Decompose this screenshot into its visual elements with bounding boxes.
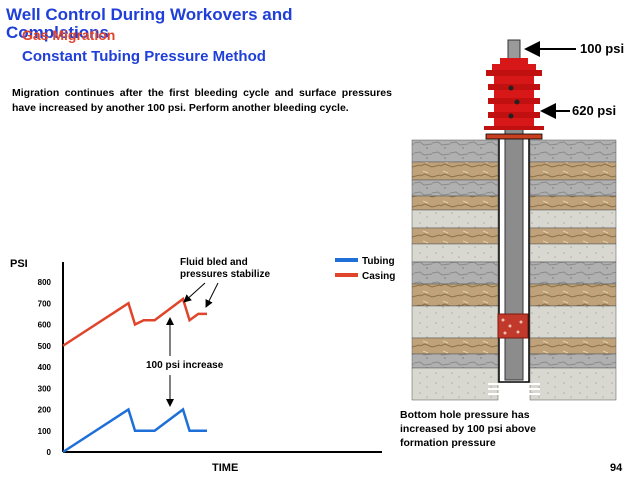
formation-layer bbox=[411, 179, 499, 197]
y-tick-label: 100 bbox=[38, 427, 52, 436]
chart-x-axis-label: TIME bbox=[212, 462, 239, 474]
formation-layer bbox=[411, 139, 499, 163]
formation-layer bbox=[529, 283, 617, 307]
y-tick-label: 200 bbox=[38, 406, 52, 415]
formation-layer bbox=[411, 227, 499, 245]
annotation-psi-increase: 100 psi increase bbox=[146, 360, 224, 371]
wellhead-christmas-tree bbox=[484, 39, 544, 140]
formation-layer bbox=[411, 305, 499, 339]
wellbore-diagram bbox=[411, 39, 617, 401]
formation-layer bbox=[411, 353, 499, 369]
formation-layer bbox=[411, 367, 499, 401]
y-tick-label: 800 bbox=[38, 278, 52, 287]
y-tick-label: 700 bbox=[38, 299, 52, 308]
formation-layer bbox=[529, 305, 617, 339]
series-line-casing bbox=[62, 296, 207, 347]
gas-bubble bbox=[497, 313, 529, 339]
y-tick-label: 500 bbox=[38, 342, 52, 351]
formation-strata bbox=[411, 139, 617, 401]
formation-layer bbox=[529, 261, 617, 285]
series-line-tubing bbox=[62, 407, 207, 454]
annotation-arrow-1 bbox=[183, 282, 206, 303]
formation-layer bbox=[529, 353, 617, 369]
formation-layer bbox=[411, 195, 499, 211]
formation-layer bbox=[529, 161, 617, 181]
formation-layer bbox=[411, 283, 499, 307]
y-tick-label: 300 bbox=[38, 384, 52, 393]
annotation-arrow-2 bbox=[205, 282, 219, 308]
formation-layer bbox=[411, 261, 499, 285]
formation-layer bbox=[529, 209, 617, 229]
legend-label-tubing: Tubing bbox=[362, 256, 395, 267]
legend-label-casing: Casing bbox=[362, 271, 395, 282]
tubing-string bbox=[504, 127, 524, 381]
formation-layer bbox=[529, 337, 617, 355]
formation-layer bbox=[529, 179, 617, 197]
formation-layer bbox=[529, 195, 617, 211]
casing-pressure-callout: 620 psi bbox=[572, 103, 617, 118]
y-tick-label: 0 bbox=[47, 448, 52, 457]
formation-layer bbox=[529, 243, 617, 263]
tubing-pressure-callout: 100 psi bbox=[580, 41, 625, 56]
perforations bbox=[488, 383, 540, 395]
formation-layer bbox=[411, 337, 499, 355]
y-tick-label: 400 bbox=[38, 363, 52, 372]
slide-subtitle-method: Constant Tubing Pressure Method bbox=[22, 48, 266, 65]
formation-layer bbox=[529, 367, 617, 401]
y-tick-label: 600 bbox=[38, 321, 52, 330]
formation-layer bbox=[529, 139, 617, 163]
formation-layer bbox=[411, 243, 499, 263]
formation-layer bbox=[529, 227, 617, 245]
formation-layer bbox=[411, 161, 499, 181]
slide-title: Well Control During Workovers and Comple… bbox=[6, 5, 293, 42]
bottom-hole-pressure-note: Bottom hole pressure has increased by 10… bbox=[400, 409, 536, 449]
page-number: 94 bbox=[610, 462, 623, 474]
formation-layer bbox=[411, 209, 499, 229]
slide-body-text: Migration continues after the first blee… bbox=[12, 87, 392, 114]
chart-y-axis-label: PSI bbox=[10, 258, 28, 270]
chart-plot-area: 0 100 200 300 400 500 600 700 800 bbox=[38, 262, 382, 457]
slide-subtitle-gas-migration: Gas Migration bbox=[22, 27, 116, 43]
